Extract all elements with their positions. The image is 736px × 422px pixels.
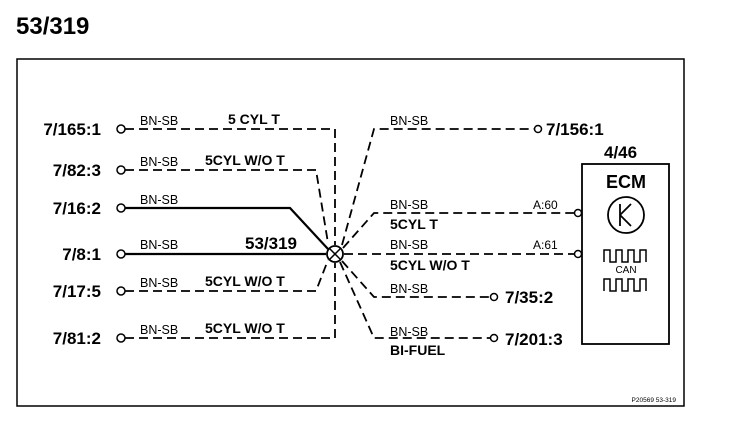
wire-line xyxy=(341,128,534,246)
ecm-pin-connector xyxy=(573,249,583,259)
wire-line xyxy=(342,212,574,249)
ecm-module: 4/46 ECM CAN xyxy=(581,143,670,345)
wire-color-label: BN-SB xyxy=(390,282,428,296)
terminal-connector xyxy=(116,165,126,175)
wire-7-17-5: 7/17:5 BN-SB 5CYL W/O T xyxy=(53,259,329,301)
wire-color-label: BN-SB xyxy=(140,238,178,252)
wire-note-label: 5CYL W/O T xyxy=(205,152,285,168)
terminal-label: 7/201:3 xyxy=(505,330,563,349)
terminal-label: 7/81:2 xyxy=(53,329,101,348)
figure-code: P20569 53-319 xyxy=(632,397,677,404)
wire-line xyxy=(125,206,329,250)
terminal-label: 7/82:3 xyxy=(53,161,101,180)
splice-cross-line xyxy=(328,247,342,261)
page-title: 53/319 xyxy=(16,13,89,40)
wire-7-201-3: BN-SB BI-FUEL 7/201:3 xyxy=(339,261,563,358)
wire-color-label: BN-SB xyxy=(140,193,178,207)
wire-color-label: BN-SB xyxy=(390,325,428,339)
wire-color-label: BN-SB xyxy=(390,114,428,128)
terminal-label: 7/165:1 xyxy=(43,120,101,139)
wire-color-label: BN-SB xyxy=(140,323,178,337)
terminal-label: 7/17:5 xyxy=(53,282,101,301)
can-label: CAN xyxy=(615,265,636,276)
wire-7-81-2: 7/81:2 BN-SB 5CYL W/O T xyxy=(53,263,336,348)
wire-7-16-2: 7/16:2 BN-SB xyxy=(53,193,329,250)
wire-note-label: 5CYL W/O T xyxy=(390,257,470,273)
can-waveform-icon xyxy=(603,249,647,263)
wire-color-label: BN-SB xyxy=(390,198,428,212)
terminal-label: 7/156:1 xyxy=(546,120,604,139)
wire-note-label: 5 CYL T xyxy=(228,111,280,127)
wire-color-label: BN-SB xyxy=(140,276,178,290)
wire-7-165-1: 7/165:1 BN-SB 5 CYL T xyxy=(43,111,336,245)
transistor-symbol-icon xyxy=(607,196,645,234)
wire-line xyxy=(125,263,336,339)
ecm-pin-label: A:61 xyxy=(533,238,558,252)
wire-note-label: BI-FUEL xyxy=(390,342,446,358)
diagram-frame xyxy=(16,58,685,407)
terminal-connector xyxy=(116,124,126,134)
wire-7-82-3: 7/82:3 BN-SB 5CYL W/O T xyxy=(53,152,329,244)
ecm-pin-connector xyxy=(573,208,583,218)
splice-53-319: 53/319 xyxy=(245,234,344,263)
terminal-connector xyxy=(116,333,126,343)
wire-color-label: BN-SB xyxy=(140,114,178,128)
wire-ecm-a61: BN-SB 5CYL W/O T A:61 xyxy=(344,238,583,273)
wire-note-label: 5CYL W/O T xyxy=(205,320,285,336)
wire-line xyxy=(125,259,329,292)
can-waveform-icon xyxy=(603,278,647,292)
ecm-name-label: ECM xyxy=(606,172,646,192)
terminal-label: 7/16:2 xyxy=(53,199,101,218)
wire-color-label: BN-SB xyxy=(140,155,178,169)
terminal-label: 7/35:2 xyxy=(505,288,553,307)
wire-color-label: BN-SB xyxy=(390,238,428,252)
terminal-connector xyxy=(116,203,126,213)
terminal-connector xyxy=(489,292,499,302)
wire-line xyxy=(125,128,336,245)
wire-line xyxy=(339,261,490,339)
ecm-ref-label: 4/46 xyxy=(604,143,637,162)
terminal-connector xyxy=(116,249,126,259)
splice-label: 53/319 xyxy=(245,234,297,253)
terminal-label: 7/8:1 xyxy=(62,245,101,264)
wire-line xyxy=(125,169,329,244)
wire-7-156-1: BN-SB 7/156:1 xyxy=(341,114,604,246)
ecm-box xyxy=(581,163,670,345)
ecm-pin-label: A:60 xyxy=(533,198,558,212)
terminal-connector xyxy=(533,124,543,134)
wire-note-label: 5CYL W/O T xyxy=(205,273,285,289)
terminal-connector xyxy=(489,333,499,343)
wire-7-8-1: 7/8:1 BN-SB xyxy=(62,238,326,264)
wire-line xyxy=(341,260,490,298)
wire-7-35-2: BN-SB 7/35:2 xyxy=(341,260,553,307)
wire-note-label: 5CYL T xyxy=(390,216,438,232)
terminal-connector xyxy=(116,286,126,296)
wire-ecm-a60: BN-SB 5CYL T A:60 xyxy=(342,198,583,249)
